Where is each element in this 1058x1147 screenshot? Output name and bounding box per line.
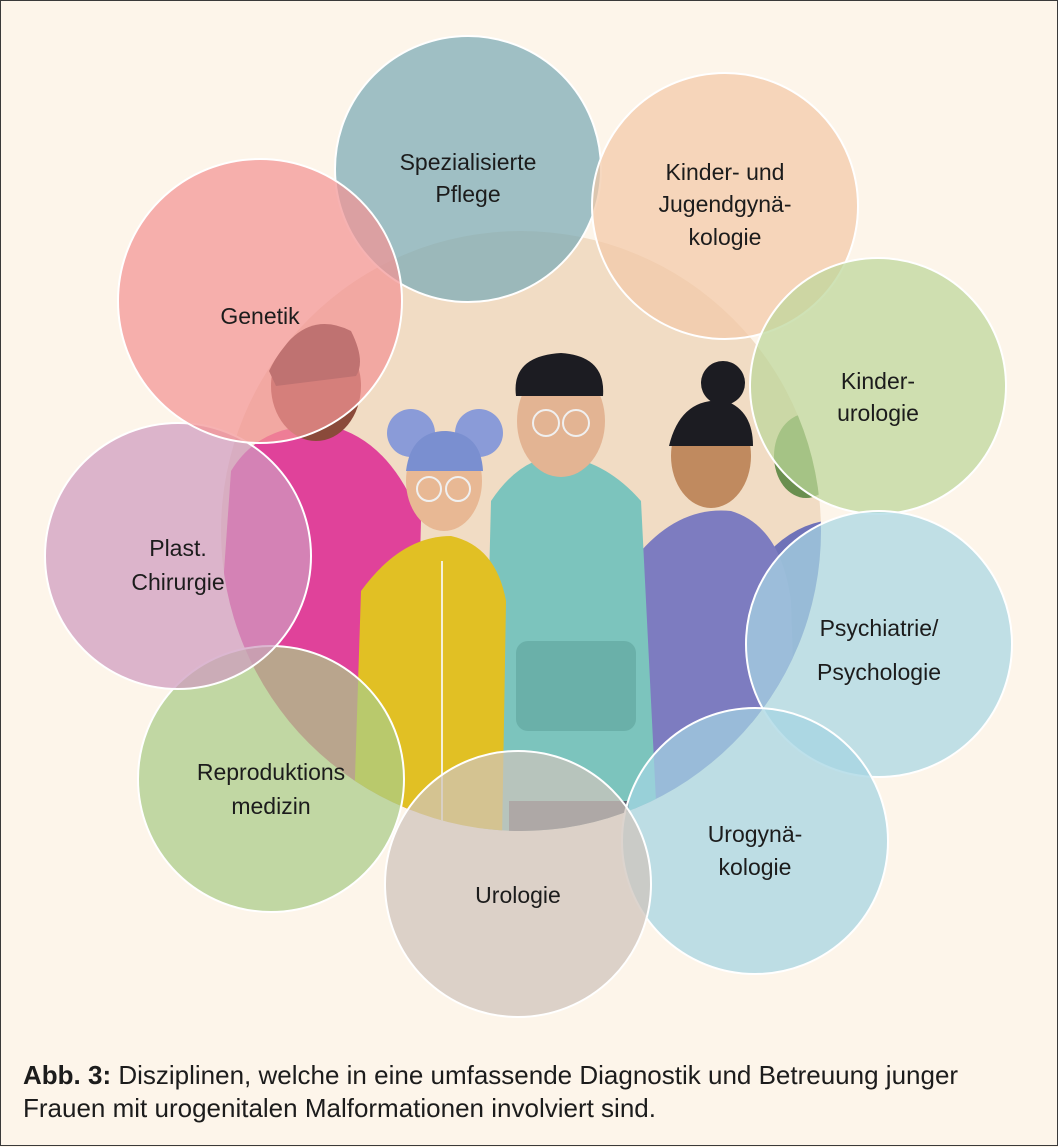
bubble-label-line: Kinder- und	[666, 159, 785, 185]
bubble-label-line: Genetik	[220, 303, 300, 329]
bubble-label-line: Plast.	[149, 535, 207, 561]
bubble-kinder-und-jugendgynaekologie	[591, 72, 859, 340]
bubble-label-reproduktionsmedizin: Reproduktions medizin	[197, 759, 345, 819]
person-yellow-hair	[406, 431, 483, 471]
bubble-label-line: medizin	[231, 793, 310, 819]
bubble-label-plast-chirurgie: Plast. Chirurgie	[131, 535, 224, 595]
glasses-small-left	[416, 476, 442, 502]
person-center-hair	[515, 353, 604, 396]
bubble-label-line: Urogynä-	[708, 821, 803, 847]
bubble-label-line: Kinder-	[841, 368, 915, 394]
bubble-label-urogynaekologie: Urogynä-kologie	[708, 821, 803, 880]
caption-label: Abb. 3:	[23, 1060, 112, 1090]
figure-caption: Abb. 3: Disziplinen, welche in eine umfa…	[23, 1059, 1033, 1125]
caption-text: Disziplinen, welche in eine umfassende D…	[23, 1060, 959, 1123]
bubble-label-line: Reproduktions	[197, 759, 345, 785]
bubble-label-line: kologie	[689, 224, 762, 250]
bubble-label-line: Pflege	[435, 181, 500, 207]
bubble-label-line: Jugendgynä-	[659, 191, 792, 217]
discipline-bubbles	[44, 35, 1013, 1018]
bubble-label-genetik: Genetik	[220, 303, 300, 329]
bubble-label-kinderurologie: Kinder-urologie	[837, 368, 919, 426]
glasses-small-right	[445, 476, 471, 502]
bubble-label-line: Chirurgie	[131, 569, 224, 595]
hoodie-pocket	[516, 641, 636, 731]
bubble-label-psychiatrie-psychologie: Psychiatrie/Psychologie	[817, 615, 941, 685]
bubble-label-line: Urologie	[475, 882, 561, 908]
glasses-right-lens	[562, 409, 590, 437]
bubble-label-line: Psychologie	[817, 659, 941, 685]
bubble-label-line: Psychiatrie/	[820, 615, 939, 641]
bubble-label-line: urologie	[837, 400, 919, 426]
bubble-label-line: kologie	[719, 854, 792, 880]
bubble-label-line: Spezialisierte	[400, 149, 537, 175]
glasses-left-lens	[532, 409, 560, 437]
bubble-plast-chirurgie	[44, 422, 312, 690]
bubble-urologie	[384, 750, 652, 1018]
person-right-middle-hair-bun	[701, 361, 745, 405]
bubble-genetik	[117, 158, 403, 444]
bubble-psychiatrie-psychologie	[745, 510, 1013, 778]
bubble-label-urologie: Urologie	[475, 882, 561, 908]
person-right-middle-hair	[669, 400, 753, 446]
